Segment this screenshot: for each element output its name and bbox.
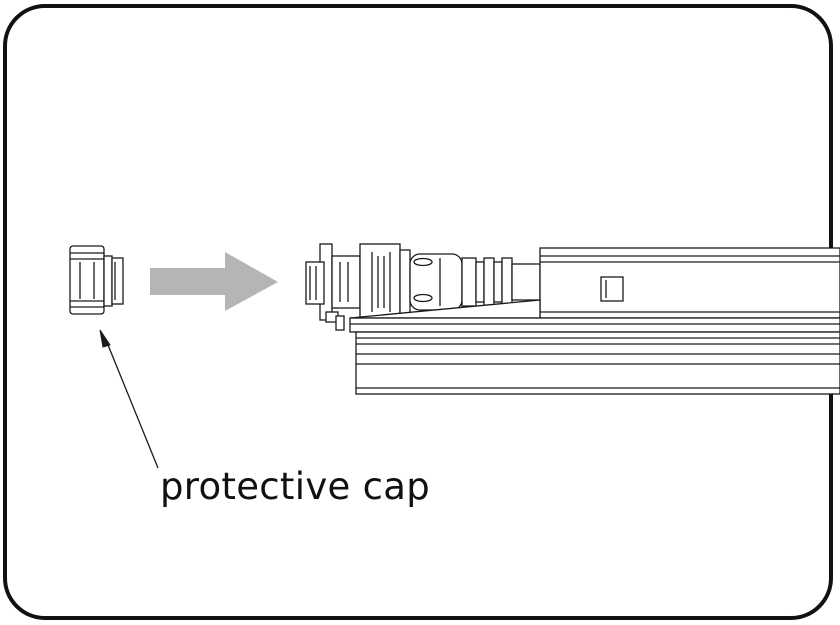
direction-arrow-icon [150,252,278,311]
protective-cap-icon [69,245,124,315]
device-housing-icon [349,247,840,395]
connector-icon [305,243,541,331]
protective-cap-label: protective cap [160,465,431,508]
leader-line [99,329,159,469]
